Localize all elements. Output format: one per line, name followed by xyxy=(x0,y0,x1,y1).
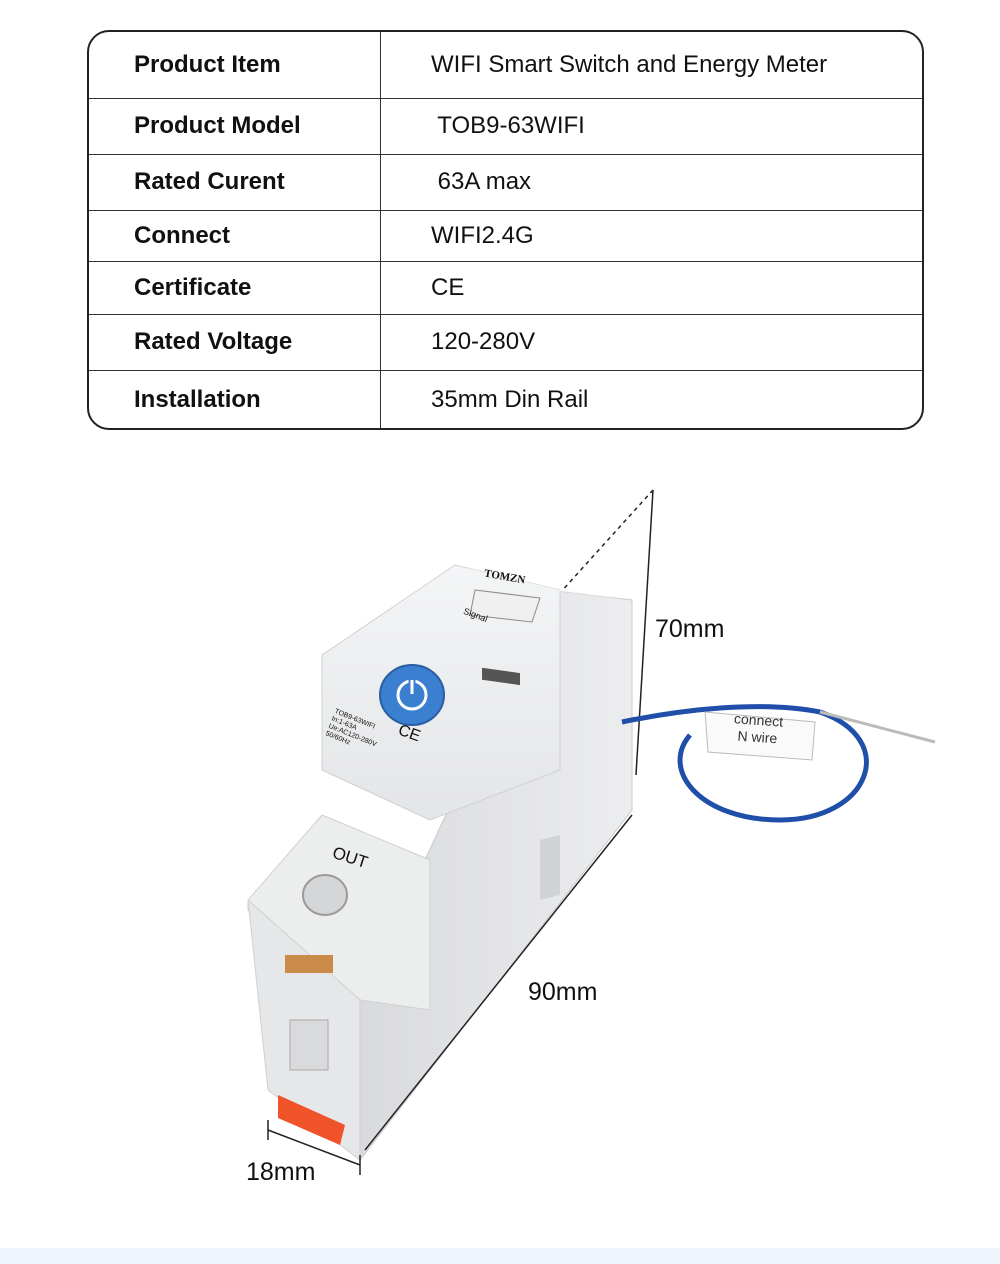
spec-value: WIFI2.4G xyxy=(431,221,534,249)
spec-table: Product Item WIFI Smart Switch and Energ… xyxy=(87,30,924,430)
terminal-screw-slot xyxy=(285,955,333,973)
spec-value: 63A max xyxy=(431,168,532,195)
bottom-band xyxy=(0,1248,1000,1264)
column-divider xyxy=(380,32,381,428)
spec-label: Certificate xyxy=(134,273,252,301)
out-terminal-hole xyxy=(302,874,348,916)
spec-row-product-item: Product Item WIFI Smart Switch and Energ… xyxy=(89,32,922,99)
wire-tag-label: connect N wire xyxy=(711,709,805,749)
rail-foot xyxy=(540,835,560,900)
spec-row-installation: Installation 35mm Din Rail xyxy=(89,370,922,428)
spec-label: Installation xyxy=(134,386,261,413)
spec-label: Rated Curent xyxy=(134,168,285,195)
spec-value: CE xyxy=(431,273,465,301)
spec-row-certificate: Certificate CE xyxy=(89,261,922,315)
product-diagram: 70mm 90mm 18mm TOMZN Signal OUT TOB9-63W… xyxy=(0,440,1000,1240)
spec-label: Connect xyxy=(134,221,230,249)
spec-value: 35mm Din Rail xyxy=(431,386,589,413)
spec-label: Product Item xyxy=(134,51,281,78)
spec-label: Rated Voltage xyxy=(134,328,293,355)
signal-led xyxy=(482,667,520,686)
depth-dimension-line xyxy=(364,814,633,1151)
signal-window xyxy=(469,589,541,623)
breaker-illustration xyxy=(247,489,936,1175)
spec-row-rated-current: Rated Curent 63A max xyxy=(89,154,922,211)
spec-row-product-model: Product Model TOB9-63WIFI xyxy=(89,98,922,155)
width-dimension-label: 18mm xyxy=(246,1158,316,1186)
wire-tip xyxy=(819,710,936,744)
depth-dimension-label: 90mm xyxy=(528,978,598,1006)
n-wire xyxy=(621,704,821,725)
spec-row-rated-voltage: Rated Voltage 120-280V xyxy=(89,314,922,371)
din-latch xyxy=(278,1095,345,1145)
width-dimension-line xyxy=(267,1129,361,1166)
spec-value: TOB9-63WIFI xyxy=(431,112,585,139)
height-dimension-label: 70mm xyxy=(655,615,725,643)
spec-label: Product Model xyxy=(134,112,301,139)
spec-value: 120-280V xyxy=(431,328,536,355)
test-window xyxy=(289,1019,329,1071)
wire-tag xyxy=(704,711,816,761)
height-dimension-line xyxy=(635,489,654,776)
spec-row-connect: Connect WIFI2.4G xyxy=(89,210,922,262)
spec-value: WIFI Smart Switch and Energy Meter xyxy=(431,51,828,78)
